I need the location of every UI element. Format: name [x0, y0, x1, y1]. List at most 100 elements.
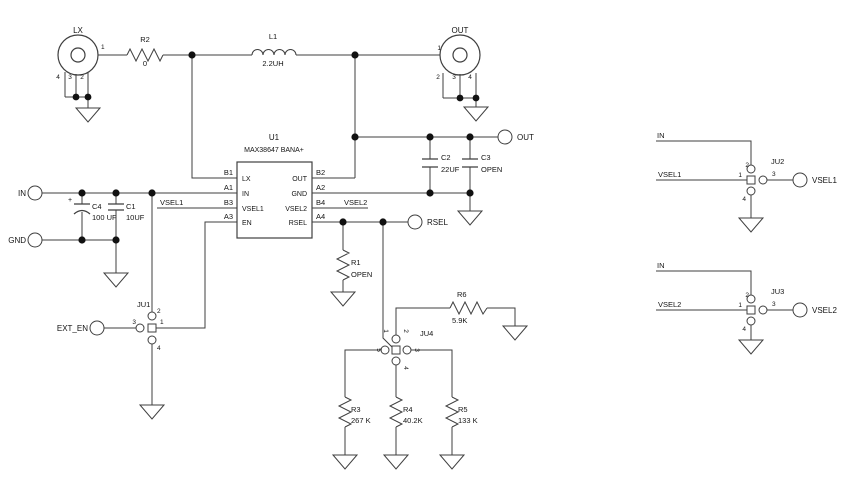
pin-number: 3	[68, 74, 72, 81]
resistor-body	[449, 300, 488, 316]
component-value: OPEN	[351, 270, 372, 279]
junction-dot	[339, 218, 347, 226]
pin-number: 3	[772, 171, 776, 178]
jumper-pad	[746, 164, 756, 174]
connector-out: OUT 1 2 3 4	[436, 26, 489, 122]
component-value: 22UF	[441, 165, 460, 174]
jumper-pad	[391, 356, 401, 366]
resistor-body	[444, 396, 460, 428]
wire	[442, 73, 477, 107]
net-label-vsel2: VSEL2	[344, 198, 367, 207]
junction-dot	[379, 218, 387, 226]
junction-dot	[351, 51, 359, 59]
pin-number: 2	[745, 292, 749, 299]
resistor-r5: R5 133 K	[411, 349, 478, 470]
capacitor-plates	[73, 203, 91, 215]
jumper-pad	[758, 175, 768, 185]
wire	[411, 349, 453, 455]
capacitor-plates	[108, 203, 124, 211]
net-wires	[42, 54, 793, 405]
ground-symbol	[103, 272, 129, 288]
net-label-in: IN	[657, 131, 665, 140]
terminal-ext-en	[89, 320, 105, 336]
junction-dot	[426, 189, 434, 197]
net-label-in: IN	[657, 261, 665, 270]
jumper-pad	[147, 311, 157, 321]
terminal-out	[497, 129, 513, 145]
wire	[395, 307, 516, 335]
wire	[64, 72, 89, 108]
resistor-body	[335, 249, 351, 281]
wire	[656, 270, 793, 340]
connector-lx-label: LX	[73, 26, 83, 35]
terminal-vsel1	[792, 172, 808, 188]
ic-ref: U1	[269, 133, 280, 142]
inductor-body	[251, 49, 297, 56]
wire	[104, 221, 237, 329]
wire	[42, 239, 117, 273]
pin-number: 1	[437, 45, 441, 52]
inductor-l1: L1 2.2UH	[251, 32, 297, 68]
component-ref: R5	[458, 405, 468, 414]
jumper-pad	[135, 323, 145, 333]
ground-symbol	[502, 325, 528, 341]
component-ref: C4	[92, 202, 102, 211]
terminal-label: RSEL	[427, 218, 448, 227]
net-label-vsel2: VSEL2	[658, 300, 681, 309]
pin-number: 4	[402, 366, 409, 370]
pin-designator: A4	[316, 212, 325, 221]
jumper-ju1: JU1 2 3 1 4	[132, 300, 165, 420]
pin-number: 1	[101, 44, 105, 51]
ground-symbol	[439, 454, 465, 470]
component-value: 267 K	[351, 416, 371, 425]
terminal-rsel	[407, 214, 423, 230]
pin-number: 1	[738, 302, 742, 309]
pin-name: RSEL	[289, 220, 307, 227]
capacitor-c1: C1 10UF	[108, 193, 145, 240]
pin-number: 3	[772, 301, 776, 308]
ground-symbol	[457, 210, 483, 226]
ground-symbol	[332, 454, 358, 470]
jumper-pad	[746, 186, 756, 196]
component-ref: R2	[140, 35, 150, 44]
junction-dot	[472, 94, 480, 102]
terminal-label: VSEL1	[812, 176, 837, 185]
jumper-pad	[758, 305, 768, 315]
component-value: 133 K	[458, 416, 478, 425]
jumper-ref: JU2	[771, 157, 784, 166]
pin-number: 3	[413, 348, 420, 352]
jumper-pad	[147, 335, 157, 345]
junction-dot	[72, 93, 80, 101]
resistor-r3: R3 267 K	[332, 349, 381, 470]
jumper-ju2: JU2 2 1 3 4 IN VSEL1 VSEL1	[657, 131, 837, 233]
junction-dot	[112, 189, 120, 197]
junction-dot	[78, 189, 86, 197]
terminal-label: OUT	[517, 133, 534, 142]
terminal-in	[27, 185, 43, 201]
resistor-body	[337, 396, 353, 428]
component-ref: C2	[441, 153, 451, 162]
pin-name: IN	[242, 191, 249, 198]
junction-dot	[188, 51, 196, 59]
terminal-label: IN	[18, 189, 26, 198]
jumper-pad-square	[391, 345, 401, 355]
component-value: 5.9K	[452, 316, 467, 325]
pin-designator: A3	[224, 212, 233, 221]
bnc-outer-ring	[57, 34, 99, 76]
ground-symbol	[738, 217, 764, 233]
pin-number: 4	[742, 196, 746, 203]
pin-number: 3	[132, 319, 136, 326]
jumper-ref: JU3	[771, 287, 784, 296]
pin-name: EN	[242, 220, 252, 227]
pin-number: 5	[375, 348, 382, 352]
component-ref: C1	[126, 202, 136, 211]
ground-symbol	[738, 339, 764, 355]
terminal-label: GND	[8, 236, 26, 245]
terminals: IN GND EXT_EN OUT RSEL	[8, 129, 534, 336]
pin-number: 4	[742, 326, 746, 333]
terminal-label: VSEL2	[812, 306, 837, 315]
capacitor-c3: C3 OPEN	[462, 137, 502, 193]
component-value: 40.2K	[403, 416, 423, 425]
